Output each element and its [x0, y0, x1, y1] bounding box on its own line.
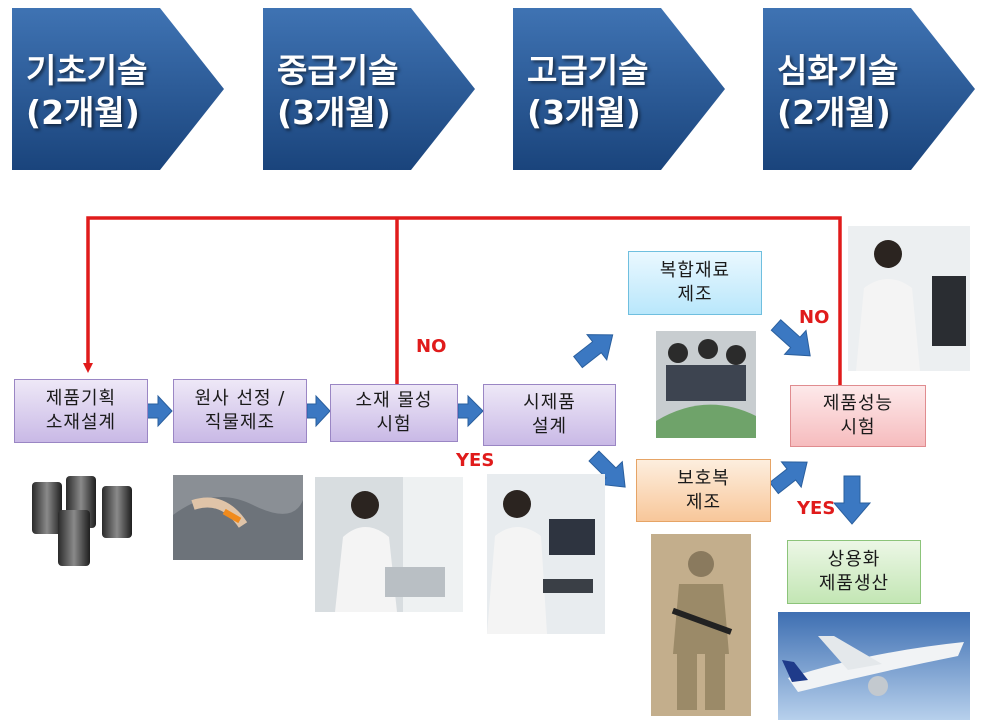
box-line: 원사 선정 /: [194, 388, 286, 409]
box-line: 시험: [376, 414, 412, 435]
arrow-planning-to-yarn-icon: [146, 394, 173, 428]
stage-name: 중급기술: [277, 51, 399, 90]
arrow-performance-to-commercial-icon: [832, 475, 872, 525]
lab-researcher-photo-2: [487, 474, 605, 634]
stage-name: 고급기술: [527, 51, 649, 90]
box-line: 소재 물성: [355, 390, 433, 411]
stage-chevron-advanced: 고급기술(3개월): [513, 8, 725, 170]
arrow-protective-to-performance-icon: [768, 461, 808, 495]
box-performance-test: 제품성능 시험: [790, 385, 926, 447]
box-yarn-fabric: 원사 선정 / 직물제조: [173, 379, 307, 443]
box-line: 시험: [840, 417, 876, 438]
airplane-photo: [778, 612, 970, 720]
arrow-prototype-to-composite-icon: [572, 334, 614, 369]
box-material-test: 소재 물성 시험: [330, 384, 458, 442]
stage-duration: (2개월): [777, 93, 891, 132]
arrow-composite-to-performance-icon: [770, 319, 811, 357]
box-product-planning: 제품기획 소재설계: [14, 379, 148, 443]
stage-chevron-intermediate: 중급기술(3개월): [263, 8, 475, 170]
box-line: 상용화: [827, 549, 881, 570]
box-line: 설계: [531, 416, 568, 437]
box-line: 복합재료: [659, 260, 731, 281]
label-yes-material: YES: [456, 450, 495, 471]
arrow-yarn-to-test-icon: [306, 394, 331, 428]
stage-duration: (3개월): [277, 93, 391, 132]
label-no-performance: NO: [799, 307, 830, 328]
box-line: 제품생산: [818, 573, 890, 594]
box-line: 제조: [685, 491, 722, 513]
box-protective-suit: 보호복 제조: [636, 459, 771, 522]
box-composite-manufacturing: 복합재료 제조: [628, 251, 762, 315]
box-line: 제조: [677, 284, 713, 305]
lab-researcher-photo-1: [315, 477, 463, 612]
stage-duration: (3개월): [527, 93, 641, 132]
lab-researcher-photo-3: [848, 226, 970, 371]
stage-name: 심화기술: [777, 51, 899, 90]
box-line: 보호복: [677, 467, 730, 489]
box-line: 시제품: [523, 392, 576, 413]
composite-workers-photo: [656, 331, 756, 438]
stage-duration: (2개월): [26, 93, 140, 132]
stage-chevron-basic: 기초기술(2개월): [12, 8, 224, 170]
box-line: 제품성능: [822, 393, 894, 414]
protective-suit-soldier-photo: [651, 534, 751, 716]
stage-name: 기초기술: [26, 51, 148, 90]
box-commercial-production: 상용화 제품생산: [787, 540, 921, 604]
yarn-bobbins-photo: [18, 470, 146, 570]
box-line: 직물제조: [204, 412, 276, 433]
label-no-material: NO: [416, 336, 447, 357]
arrow-test-to-prototype-icon: [457, 394, 484, 428]
feedback-loop-line: [83, 216, 842, 385]
stage-chevron-expert: 심화기술(2개월): [763, 8, 975, 170]
arrow-prototype-to-protective-icon: [588, 450, 626, 488]
box-line: 소재설계: [45, 412, 117, 433]
box-prototype-design: 시제품 설계: [483, 384, 616, 446]
fabric-cutting-photo: [173, 475, 303, 560]
box-line: 제품기획: [45, 388, 117, 409]
label-yes-performance: YES: [797, 498, 836, 519]
